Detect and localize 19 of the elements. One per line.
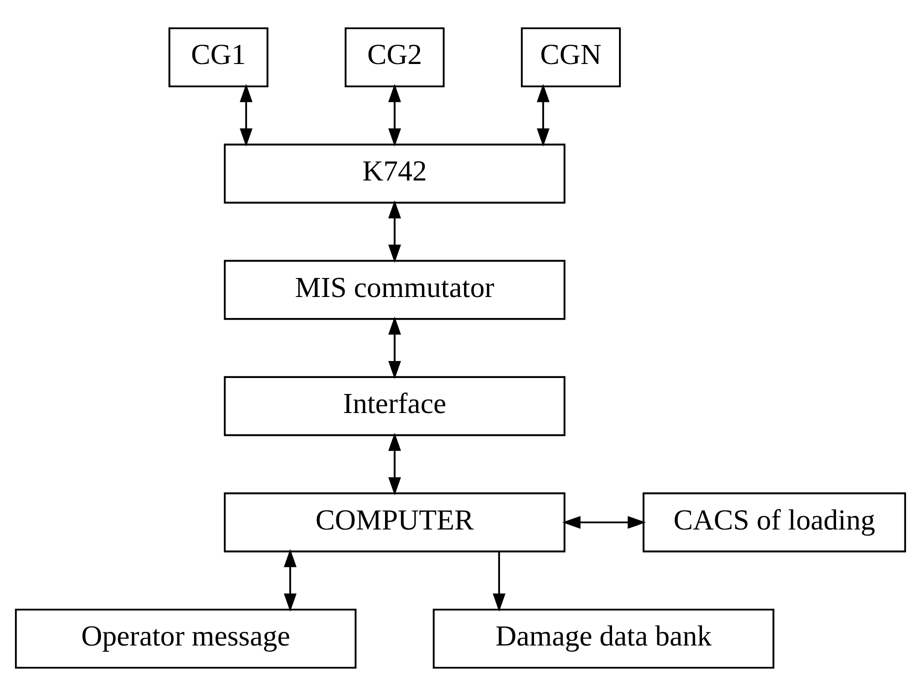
node-box: CG1 <box>168 27 268 88</box>
arrow <box>388 432 402 496</box>
node-box: Damage data bank <box>432 608 774 669</box>
arrow <box>240 84 252 147</box>
arrow <box>388 84 402 147</box>
arrow <box>536 84 550 147</box>
node-box: MIS commutator <box>224 260 566 320</box>
node-box: CGN <box>520 27 621 88</box>
node-box: Operator message <box>14 608 356 669</box>
node-box: COMPUTER <box>224 492 566 552</box>
node-box: CACS of loading <box>642 492 906 552</box>
node-box: K742 <box>224 144 566 204</box>
arrow <box>492 552 506 612</box>
node-box: Interface <box>224 376 566 436</box>
arrow <box>284 549 297 612</box>
node-box: CG2 <box>344 27 445 88</box>
arrow <box>388 316 402 380</box>
arrow <box>388 200 402 263</box>
arrow <box>562 516 646 529</box>
